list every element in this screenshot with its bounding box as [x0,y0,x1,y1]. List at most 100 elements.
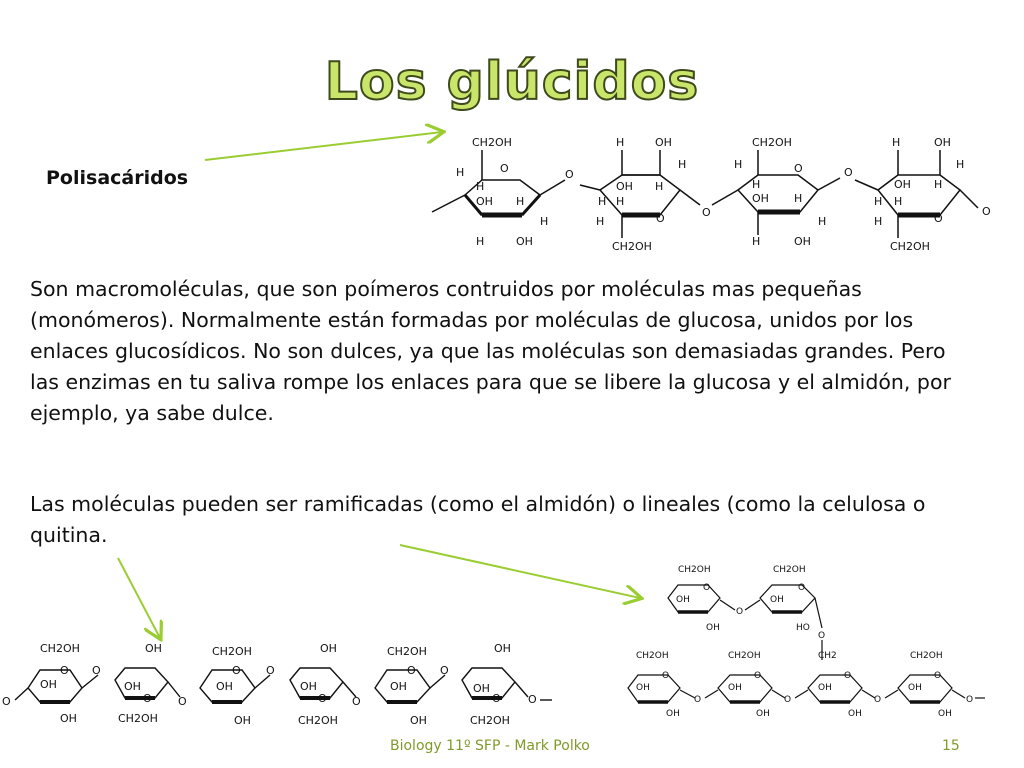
svg-text:H: H [616,136,624,149]
svg-text:CH2OH: CH2OH [40,642,80,655]
svg-text:H: H [734,158,742,171]
svg-text:O: O [662,671,669,681]
svg-text:H: H [752,178,760,191]
svg-text:H: H [540,215,548,228]
svg-text:O: O [565,168,574,181]
svg-text:CH2OH: CH2OH [387,645,427,658]
svg-text:O: O [818,631,825,641]
svg-text:H: H [794,192,802,205]
svg-text:O: O [92,664,101,677]
svg-text:CH2: CH2 [818,651,837,661]
svg-text:H: H [655,180,663,193]
svg-text:O: O [656,212,665,225]
svg-text:O: O [966,695,973,705]
svg-text:O: O [798,583,805,593]
slide-subtitle: Polisacáridos [46,167,189,189]
arrow-to-top-chain [204,132,442,161]
svg-text:O: O [318,692,327,705]
svg-text:H: H [476,235,484,248]
svg-text:OH: OH [390,680,407,693]
arrow-to-cellulose [117,557,160,638]
svg-text:OH: OH [320,642,337,655]
svg-text:OH: OH [676,595,690,605]
svg-text:O: O [178,695,187,708]
svg-text:O: O [500,162,509,175]
svg-text:OH: OH [894,178,911,191]
svg-text:OH: OH [794,235,811,248]
svg-text:OH: OH [770,595,784,605]
svg-text:H: H [516,195,524,208]
svg-text:OH: OH [410,714,427,727]
svg-text:CH2OH: CH2OH [212,645,252,658]
svg-text:CH2OH: CH2OH [678,565,711,575]
cellulose-chain-labels: O CH2OH O OH OH O OH OH O CH2OH O CH2OH … [2,642,537,727]
svg-text:OH: OH [818,683,832,693]
svg-text:OH: OH [145,642,162,655]
top-chain-labels: CH2OH O H H OH H H H OH O H OH H OH H H … [456,136,991,253]
svg-text:H: H [476,180,484,193]
svg-text:O: O [874,695,881,705]
svg-text:OH: OH [666,709,680,719]
svg-text:O: O [702,206,711,219]
svg-text:O: O [754,671,761,681]
arrow-to-branched [399,544,640,598]
svg-text:H: H [752,235,760,248]
top-chain-structure [431,150,979,238]
svg-text:OH: OH [655,136,672,149]
svg-text:O: O [794,162,803,175]
svg-text:H: H [818,215,826,228]
svg-text:OH: OH [300,680,317,693]
svg-text:OH: OH [706,623,720,633]
svg-text:OH: OH [848,709,862,719]
paragraph-definition: Son macromoléculas, que son poímeros con… [30,277,951,425]
svg-text:CH2OH: CH2OH [773,565,806,575]
svg-text:OH: OH [494,642,511,655]
svg-text:H: H [596,215,604,228]
paragraph-structure: Las moléculas pueden ser ramificadas (co… [30,492,926,547]
svg-text:CH2OH: CH2OH [636,651,669,661]
svg-text:CH2OH: CH2OH [890,240,930,253]
svg-text:OH: OH [473,682,490,695]
svg-text:O: O [407,664,416,677]
svg-text:CH2OH: CH2OH [752,136,792,149]
cellulose-chain-structure [14,667,552,704]
svg-text:OH: OH [40,678,57,691]
svg-text:O: O [60,664,69,677]
svg-text:H: H [874,195,882,208]
svg-text:O: O [440,664,449,677]
svg-text:O: O [736,607,743,617]
svg-text:CH2OH: CH2OH [298,714,338,727]
svg-text:OH: OH [216,680,233,693]
page-number: 15 [942,738,960,754]
svg-text:O: O [528,693,537,706]
svg-text:OH: OH [60,712,77,725]
svg-text:H: H [894,195,902,208]
svg-text:O: O [492,692,501,705]
svg-text:OH: OH [636,683,650,693]
svg-text:OH: OH [934,136,951,149]
svg-text:CH2OH: CH2OH [612,240,652,253]
svg-text:H: H [934,178,942,191]
svg-text:CH2OH: CH2OH [470,714,510,727]
svg-text:CH2OH: CH2OH [472,136,512,149]
footer-credit: Biology 11º SFP - Mark Polko [390,738,590,754]
svg-text:OH: OH [124,680,141,693]
svg-text:OH: OH [476,195,493,208]
svg-text:O: O [844,671,851,681]
svg-text:H: H [678,158,686,171]
svg-text:O: O [844,166,853,179]
svg-text:CH2OH: CH2OH [910,651,943,661]
svg-text:O: O [694,695,701,705]
svg-text:H: H [956,158,964,171]
svg-text:O: O [143,692,152,705]
svg-text:O: O [266,664,275,677]
svg-text:CH2OH: CH2OH [728,651,761,661]
svg-text:H: H [892,136,900,149]
svg-text:H: H [616,195,624,208]
svg-text:HO: HO [796,623,810,633]
svg-text:OH: OH [234,714,251,727]
svg-text:OH: OH [938,709,952,719]
amylopectin-structure [627,584,985,704]
slide-title: Los glúcidos [324,51,700,113]
